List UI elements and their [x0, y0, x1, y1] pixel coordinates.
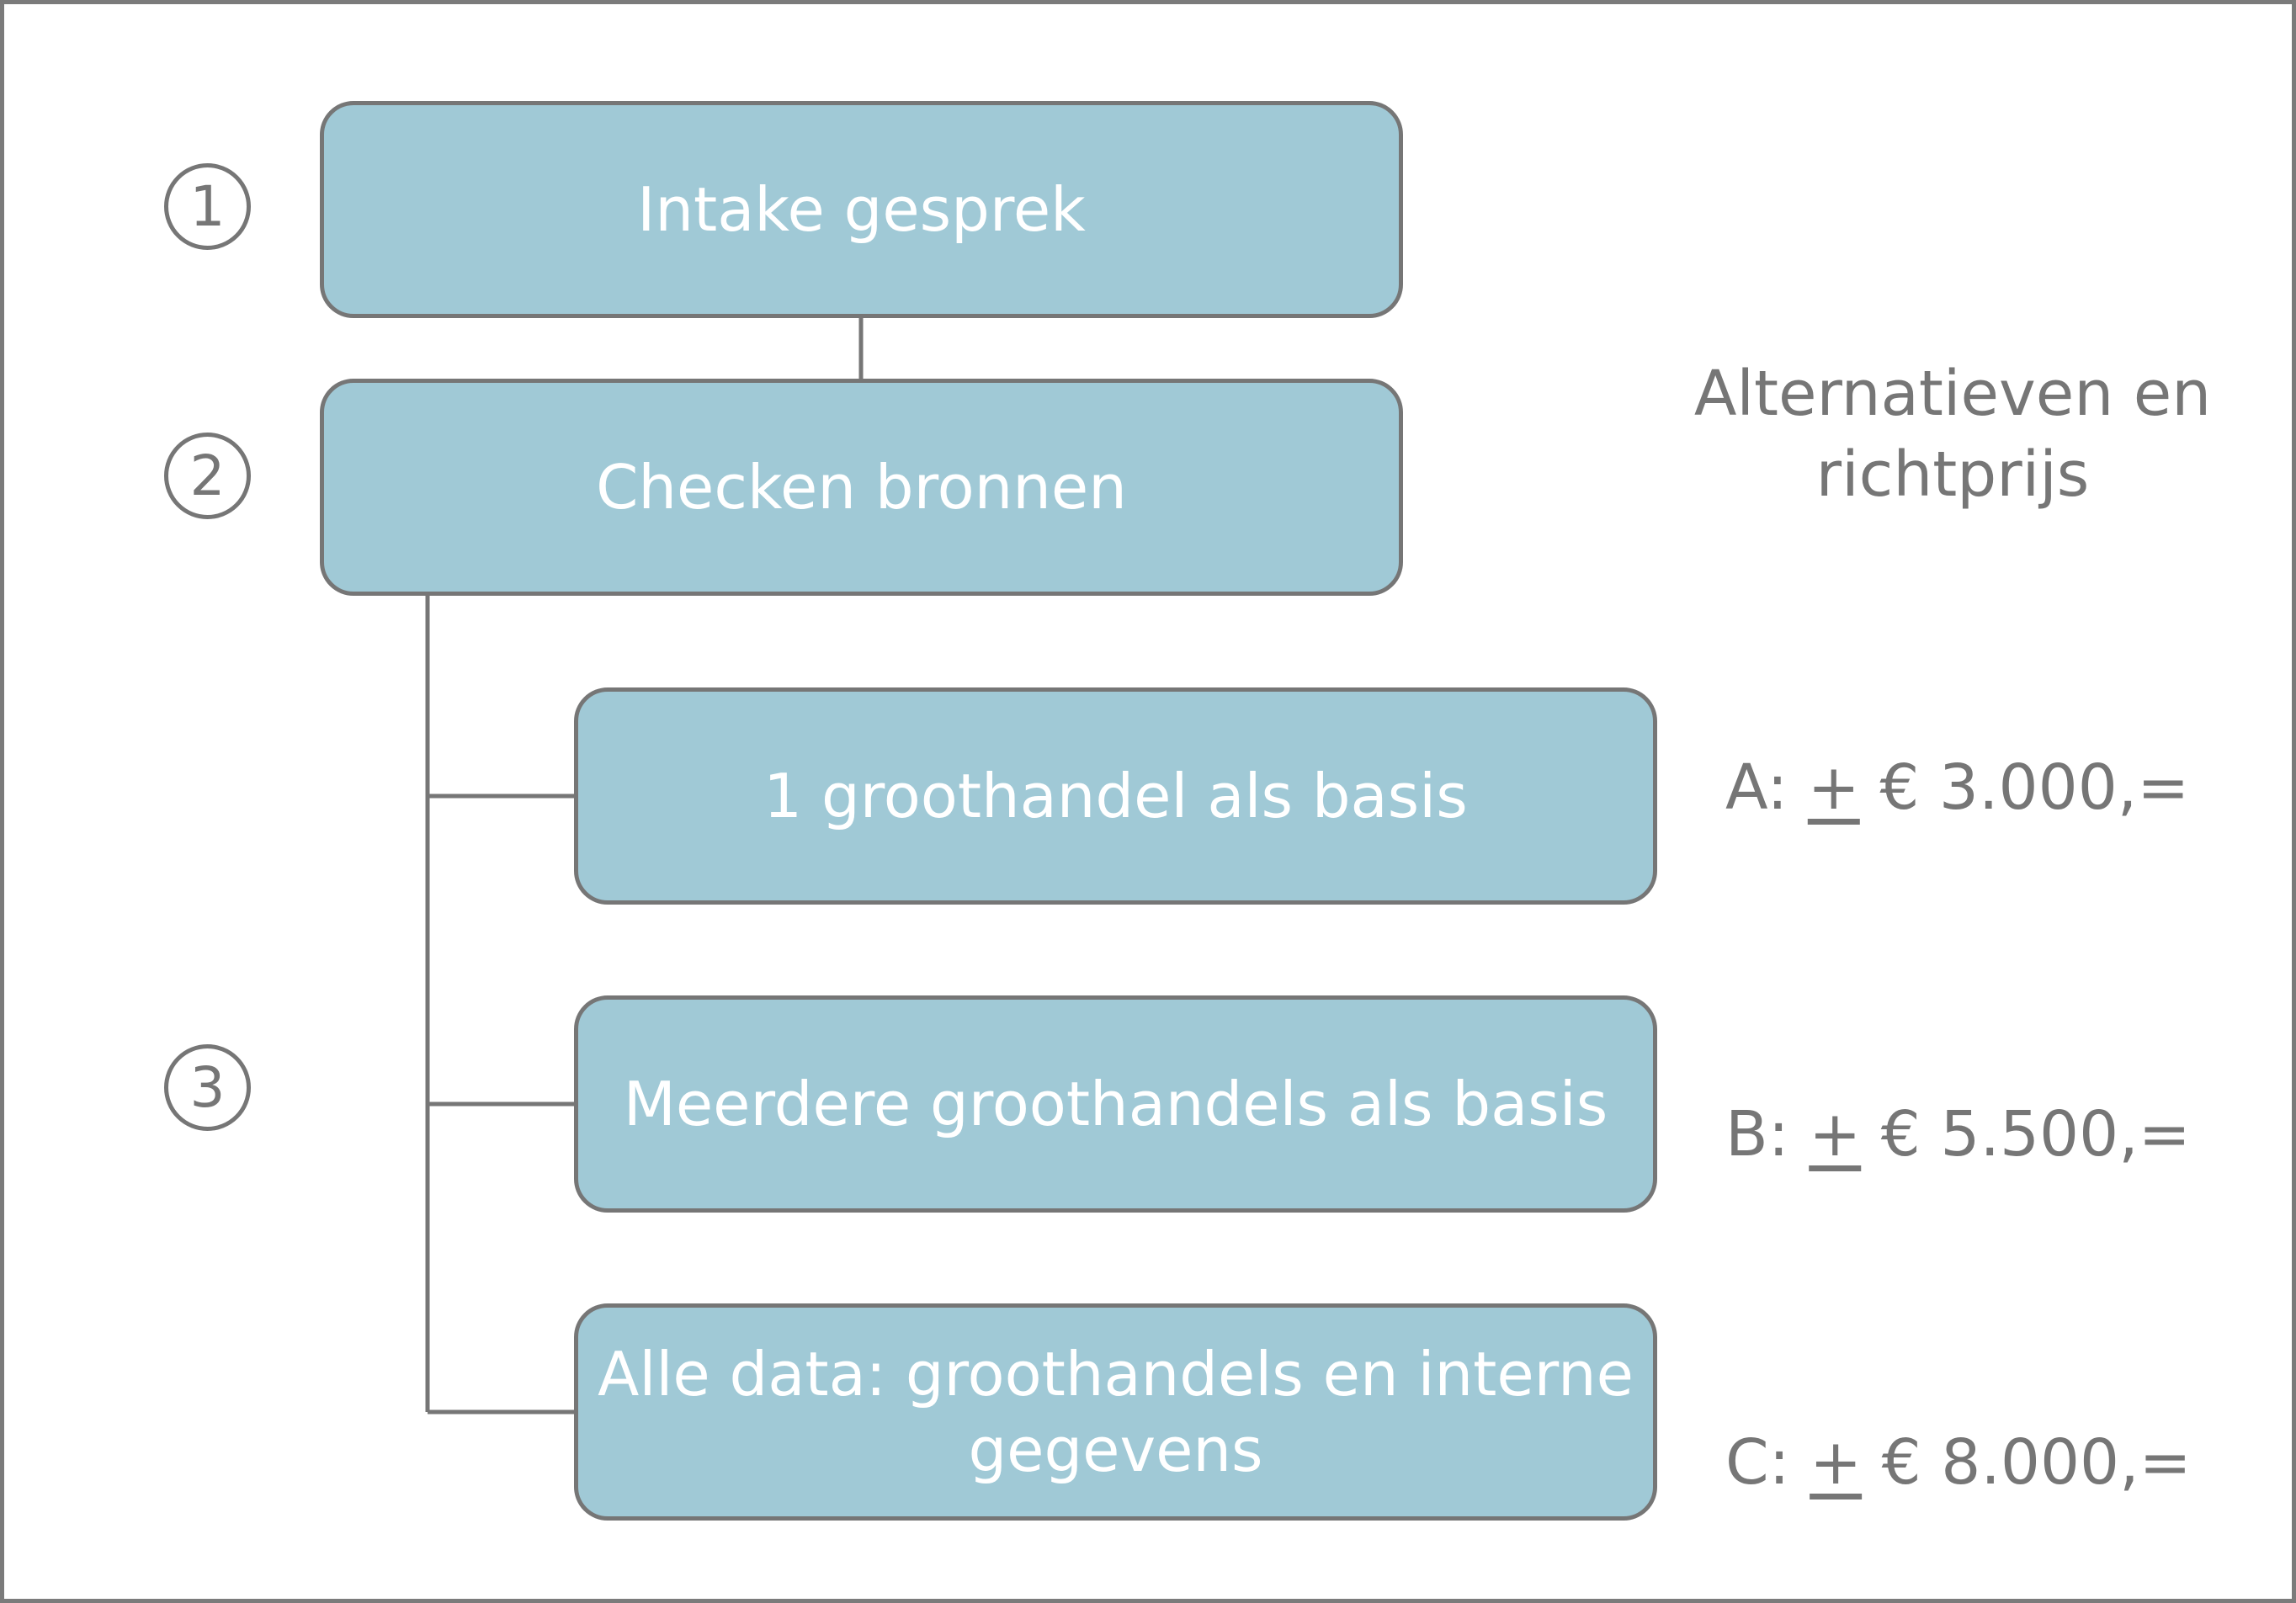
alternatives-heading-line-2: richtprijs: [1815, 438, 2090, 512]
box-option-c-label-line-2: gegevens: [968, 1415, 1263, 1485]
alternatives-heading-line-1: Alternatieven en: [1693, 358, 2212, 430]
step-number-1: 1: [164, 163, 251, 250]
price-b-prefix: B:: [1725, 1098, 1810, 1170]
price-a-prefix: A:: [1725, 751, 1808, 824]
box-option-a: 1 groothandel als basis: [574, 687, 1657, 905]
price-b-amount: € 5.500,=: [1861, 1098, 2191, 1170]
price-b-approx-symbol: +: [1809, 1098, 1862, 1170]
step-number-1-label: 1: [189, 173, 226, 239]
price-c-amount: € 8.000,=: [1862, 1426, 2192, 1499]
box-option-c: Alle data: groothandels en interne gegev…: [574, 1303, 1657, 1521]
box-option-b: Meerdere groothandels als basis: [574, 995, 1657, 1213]
price-c-prefix: C:: [1725, 1426, 1810, 1499]
step-number-2: 2: [164, 433, 251, 519]
price-option-c: C: + € 8.000,=: [1725, 1422, 2192, 1503]
box-checken-bronnen: Checken bronnen: [320, 379, 1403, 596]
price-a-amount: € 3.000,=: [1859, 751, 2190, 824]
step-number-3: 3: [164, 1044, 251, 1131]
box-option-a-label: 1 groothandel als basis: [763, 761, 1468, 831]
price-a-approx-symbol: +: [1807, 751, 1860, 824]
price-option-b: B: + € 5.500,=: [1725, 1094, 2191, 1175]
price-c-approx-symbol: +: [1810, 1426, 1863, 1499]
box-intake-gesprek-label: Intake gesprek: [637, 174, 1086, 245]
step-number-3-label: 3: [189, 1054, 226, 1120]
step-number-2-label: 2: [189, 443, 226, 508]
box-intake-gesprek: Intake gesprek: [320, 101, 1403, 318]
box-option-c-label-line-1: Alle data: groothandels en interne: [598, 1339, 1634, 1409]
box-checken-bronnen-label: Checken bronnen: [596, 452, 1127, 523]
price-option-a: A: + € 3.000,=: [1725, 747, 2189, 828]
box-option-b-label: Meerdere groothandels als basis: [623, 1069, 1608, 1139]
alternatives-heading: Alternatieven en richtprijs: [1666, 353, 2239, 515]
